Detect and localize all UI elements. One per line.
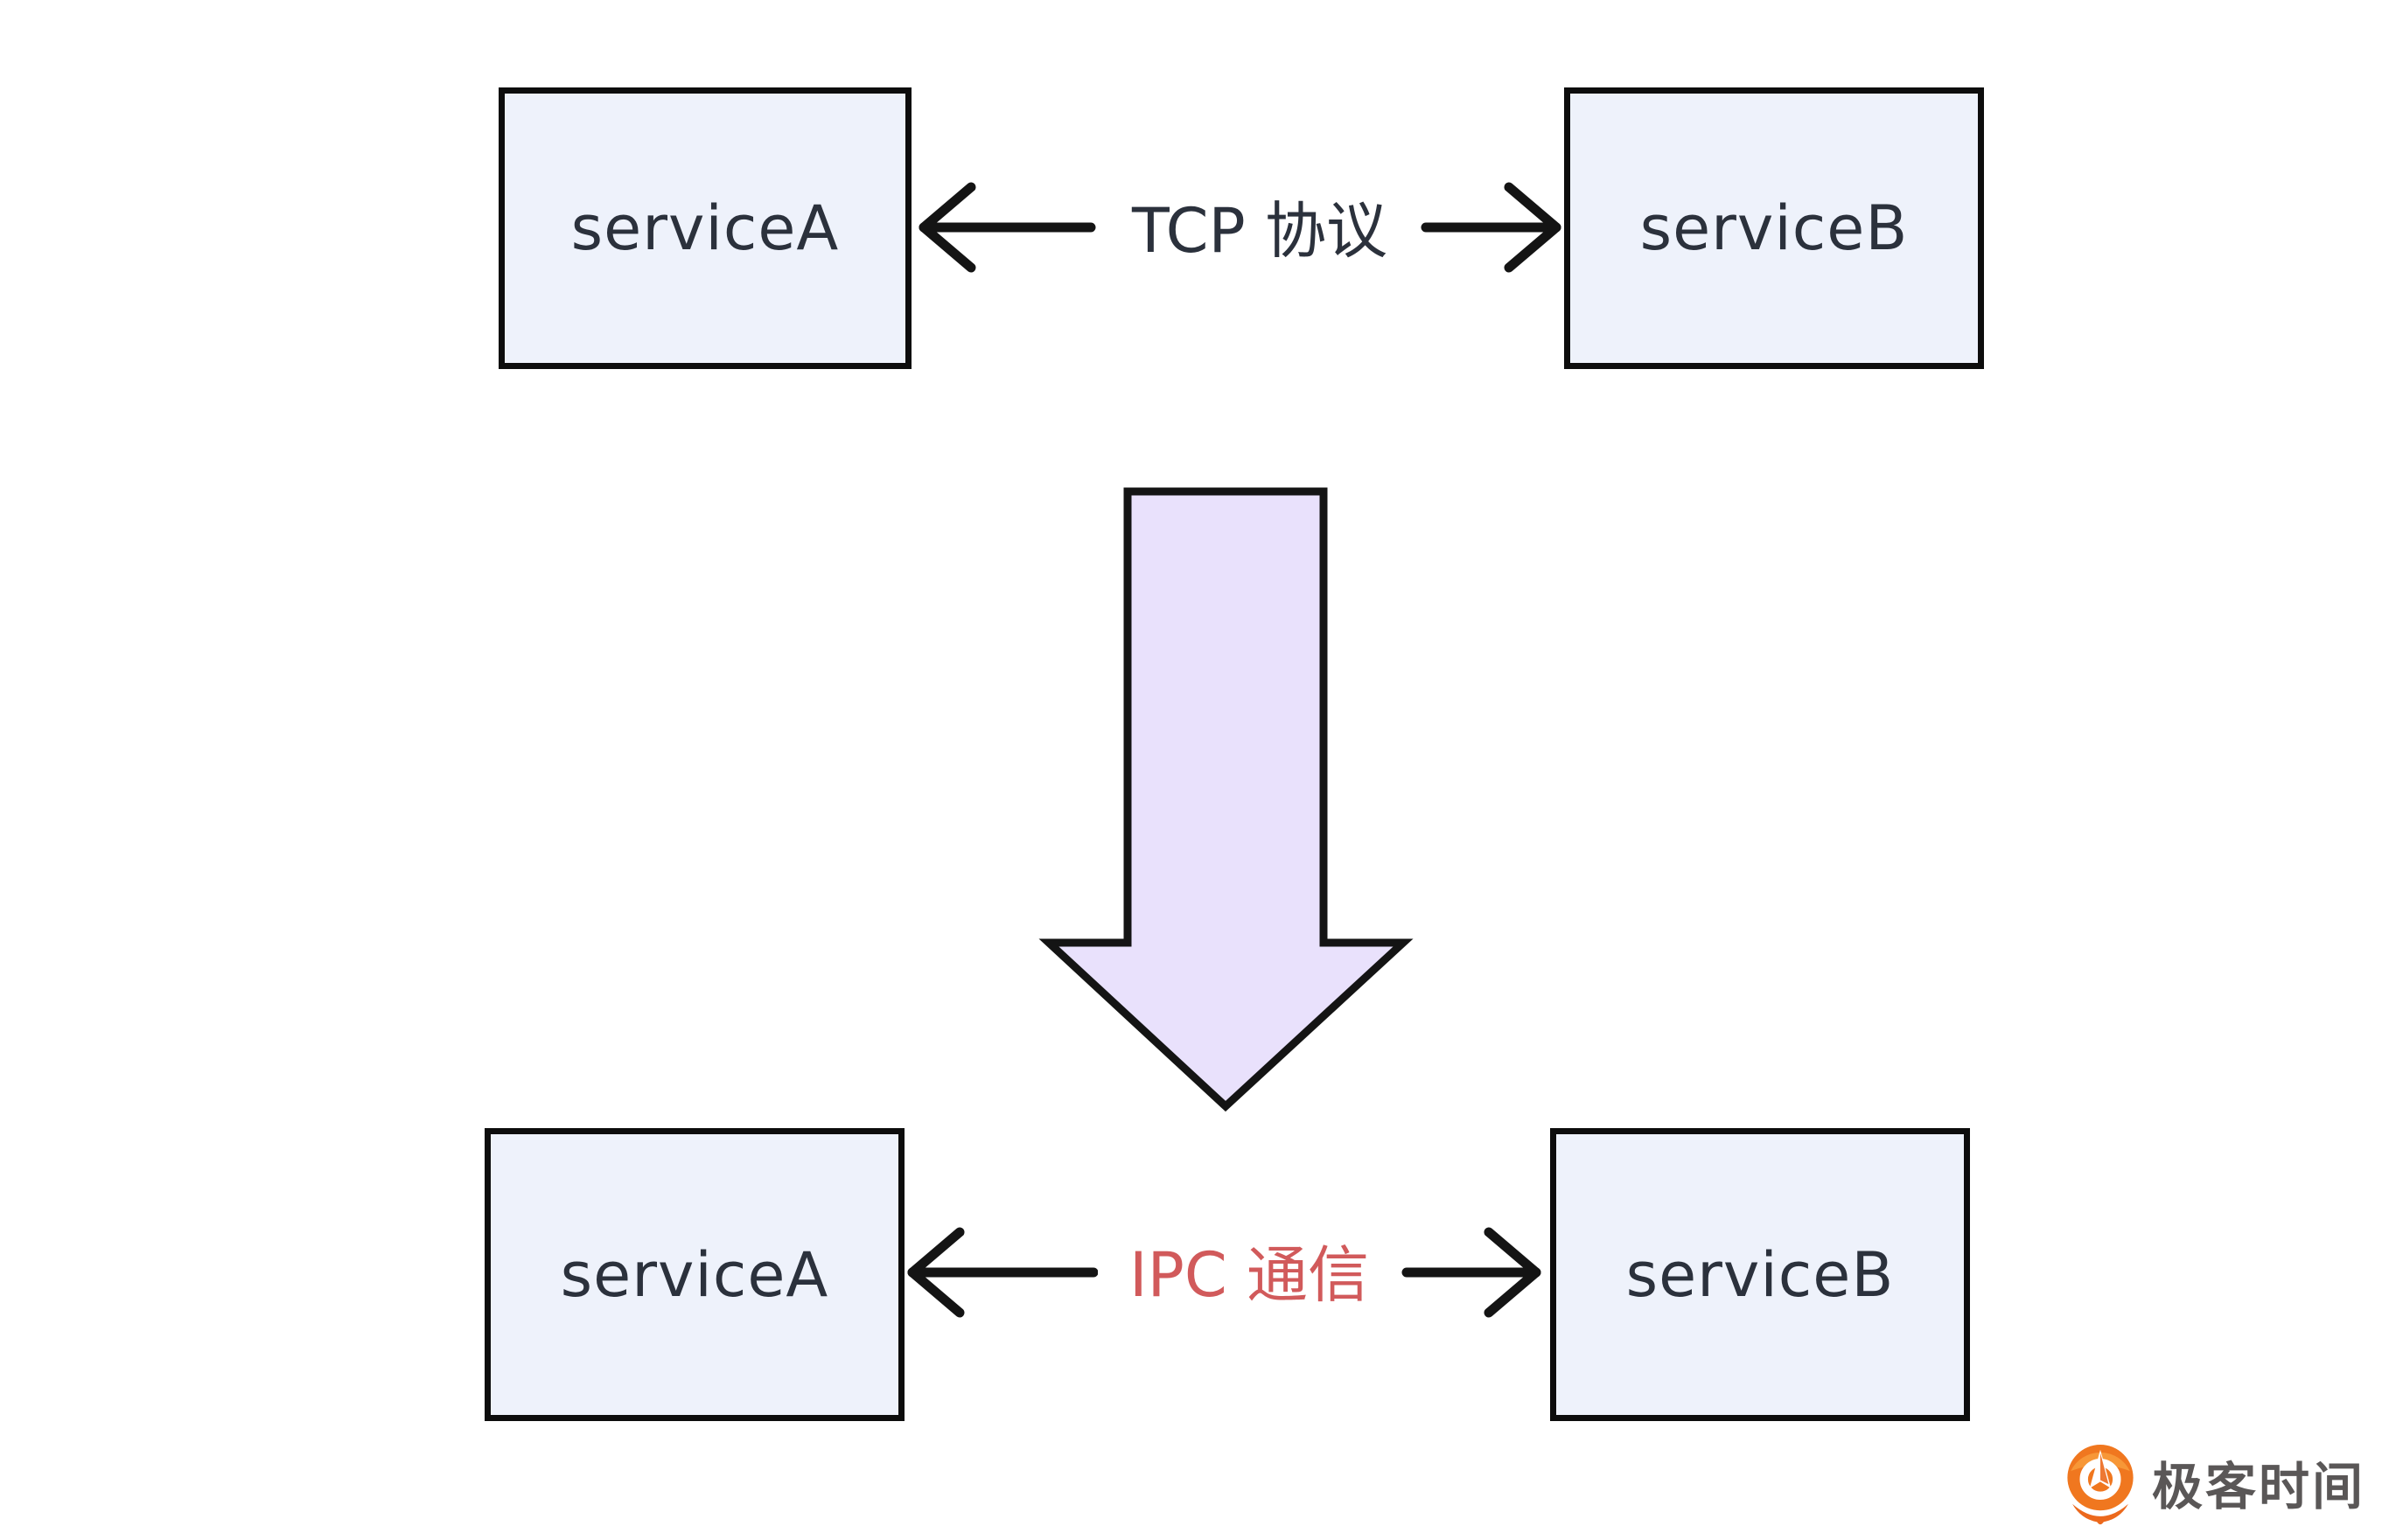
right-arrow-icon bbox=[1421, 182, 1561, 273]
service-b-bottom-box: serviceB bbox=[1550, 1128, 1970, 1421]
brand-name-label: 极客时间 bbox=[2152, 1457, 2366, 1516]
service-b-bottom-label: serviceB bbox=[1625, 1238, 1895, 1311]
geektime-logo-icon bbox=[2067, 1445, 2134, 1525]
ipc-link-label: IPC 通信 bbox=[1129, 1239, 1369, 1311]
right-arrow-icon bbox=[1401, 1227, 1541, 1318]
service-a-top-label: serviceA bbox=[570, 192, 840, 264]
service-b-top-label: serviceB bbox=[1639, 192, 1909, 264]
service-b-top-box: serviceB bbox=[1564, 87, 1984, 369]
service-a-top-box: serviceA bbox=[499, 87, 912, 369]
down-arrow-icon bbox=[1038, 487, 1414, 1112]
left-arrow-icon bbox=[919, 182, 1096, 273]
brand-watermark: 极客时间 bbox=[2059, 1441, 2365, 1532]
tcp-link-label: TCP 协议 bbox=[1132, 195, 1387, 267]
service-a-bottom-box: serviceA bbox=[485, 1128, 905, 1421]
service-a-bottom-label: serviceA bbox=[560, 1238, 829, 1311]
left-arrow-icon bbox=[907, 1227, 1098, 1318]
